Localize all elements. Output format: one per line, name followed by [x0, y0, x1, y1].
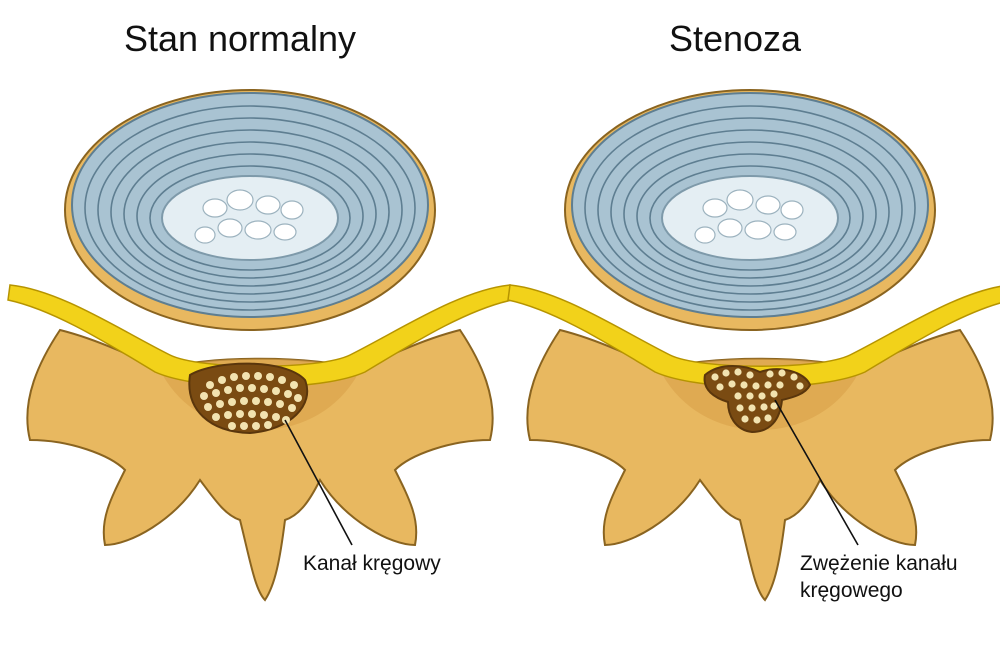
label-spinal-canal: Kanał kręgowy — [303, 552, 441, 575]
vertebra-normal — [7, 89, 513, 601]
label-canal-narrowing: Zwężenie kanału kręgowego — [800, 550, 958, 604]
title-normal: Stan normalny — [123, 18, 357, 59]
leader-line-stenosis — [774, 399, 859, 546]
vertebra-stenosis — [507, 89, 1000, 601]
leader-line-normal — [284, 419, 353, 546]
title-stenosis: Stenoza — [668, 18, 802, 59]
label-canal-narrowing-line1: Zwężenie kanału — [800, 552, 958, 575]
label-canal-narrowing-line2: kręgowego — [800, 579, 903, 602]
